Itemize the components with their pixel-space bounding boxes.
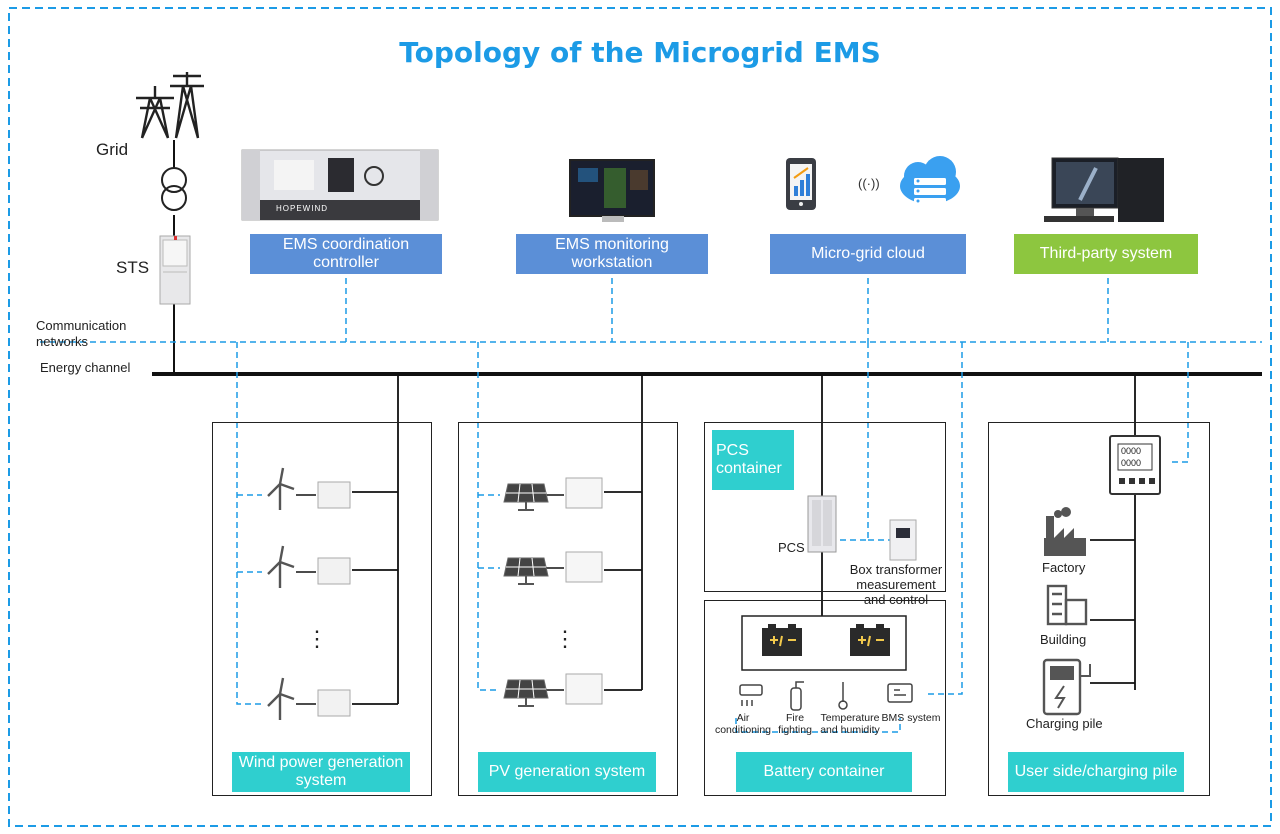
wind-comm-lines [236,342,262,705]
pcs-label: PCS [778,540,805,555]
controller-brand-text: HOPEWIND [276,204,328,213]
meter-comm-line [1168,342,1189,463]
wind-power-lines [352,374,399,705]
pv-comm-lines [477,342,500,691]
wind-system-label: Wind power generation system [232,752,410,792]
battery-polarity-marks [770,635,884,647]
bms-comm-line [928,342,963,695]
building-icon [1046,584,1088,626]
pv-system-panel [458,422,678,796]
sts-label: STS [116,258,150,277]
air-conditioner-icon [739,684,763,706]
fire-fighting-label: Fire fighting [778,712,812,736]
smart-meter-icon [1109,435,1161,495]
pv-system-label: PV generation system [478,752,656,792]
third-party-system-label: Third-party system [1014,234,1198,274]
sts-cabinet-icon [159,235,191,305]
turbine-inverter-links [296,494,316,705]
factory-icon [1044,507,1086,556]
pv-power-lines [604,374,643,691]
pcs-comm-lines [840,342,890,541]
page-title: Topology of the Microgrid EMS [399,36,881,69]
workstation-computer-icon [1044,157,1164,222]
temperature-humidity-label: Temperature and humidity [820,712,880,736]
pv-inverter-icons [565,477,603,705]
fire-extinguisher-icon [790,681,804,711]
box-transformer-meter-icon [889,519,917,561]
bms-device-icon [887,683,913,703]
thermometer-icon [838,682,848,710]
bms-system-label: BMS system [881,712,941,724]
communication-networks-label: Communication networks [36,318,127,349]
pv-ellipsis: ⋮ [554,626,576,651]
micro-grid-cloud-label: Micro-grid cloud [770,234,966,274]
wind-ellipsis: ⋮ [306,626,328,651]
outer-border [8,7,1272,827]
meter-reading-2: 0000 [1121,458,1142,468]
transmission-tower-icon [136,72,204,139]
user-power-lines [1090,374,1136,690]
grid-label: Grid [96,140,129,159]
charging-pile-icon [1042,658,1091,716]
user-side-label: User side/charging pile [1008,752,1184,792]
ems-workstation-label: EMS monitoring workstation [516,234,708,274]
phone-icon [786,158,816,210]
user-side-panel [988,422,1210,796]
wind-inverter-icons [317,481,351,717]
transformer-icon [161,167,187,211]
panel-inverter-links [546,494,564,691]
controller-rack-icon [241,149,439,221]
pcs-cabinet-icon [807,495,837,553]
battery-container-panel [704,600,946,796]
solar-panel-stands [518,502,534,707]
battery-pack-frame [741,615,907,671]
ems-controller-label: EMS coordination controller [250,234,442,274]
monitor-icon [569,159,655,222]
wind-system-panel [212,422,432,796]
charging-pile-label: Charging pile [1026,716,1103,731]
wireless-signal-icon: ((·)) [858,176,880,191]
wind-turbine-icons [267,467,295,720]
battery-icons [762,624,890,656]
factory-label: Factory [1042,560,1086,575]
cloud-server-icon [900,156,960,205]
pcs-container-panel [704,422,946,592]
battery-sensors-comm [735,718,901,733]
solar-panel-grid [506,483,546,699]
energy-channel-label: Energy channel [40,360,131,375]
air-conditioning-label: Air conditioning [714,712,772,736]
pcs-container-label: PCS container [712,430,794,490]
meter-reading-1: 0000 [1121,446,1142,456]
battery-container-label: Battery container [736,752,912,792]
box-transformer-label: Box transformer measurement and control [849,562,943,607]
building-label: Building [1040,632,1087,647]
